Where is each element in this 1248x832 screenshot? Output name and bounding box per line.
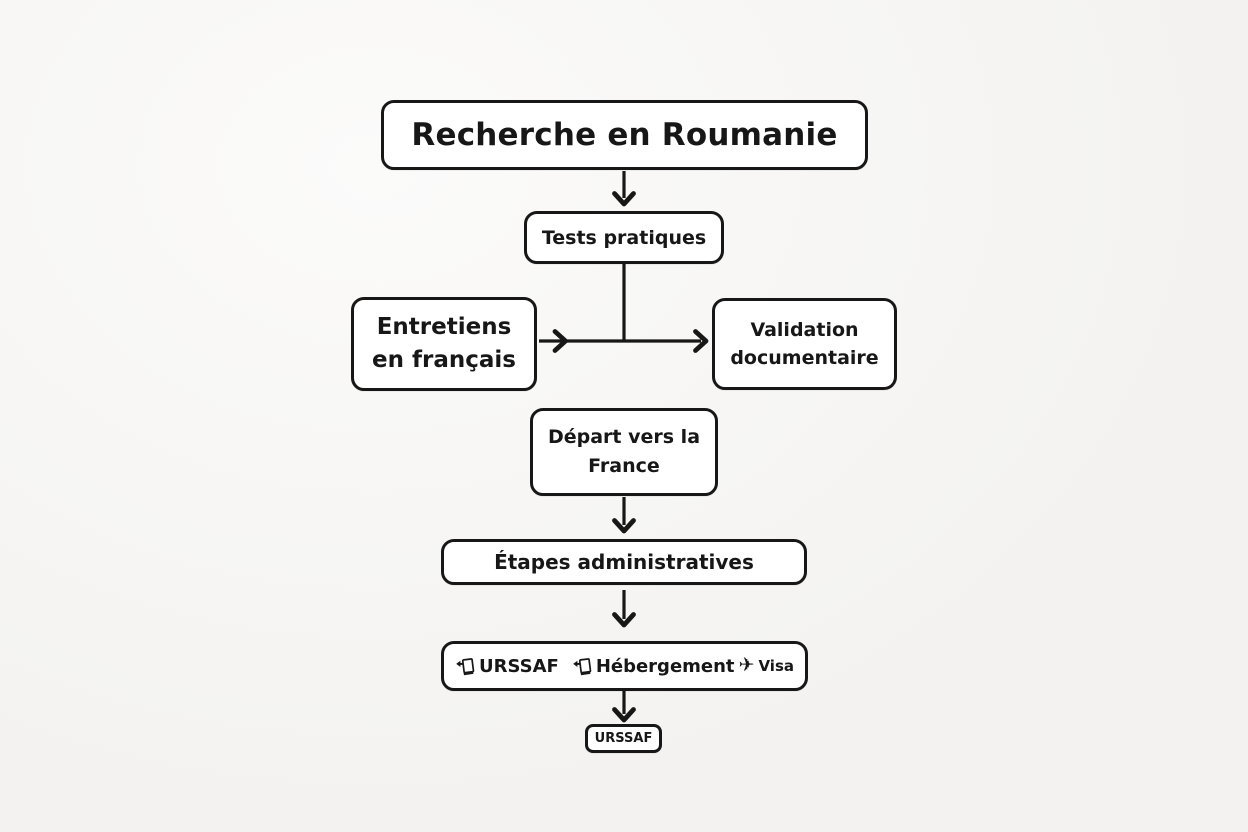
- node-depart-france: Départ vers la France: [530, 408, 718, 496]
- node-entretiens-francais: Entretiens en français: [351, 297, 537, 391]
- node-tests-label: Tests pratiques: [541, 226, 707, 249]
- node-title-label: Recherche en Roumanie: [411, 117, 838, 153]
- arrowhead-down-icon: [612, 518, 636, 534]
- admin-items-row: URSSAF Hébergement ✈ Visa: [455, 653, 794, 677]
- previous-page-document-icon: [572, 657, 592, 676]
- node-entretiens-line2: en français: [372, 347, 516, 373]
- node-urssaf-final: URSSAF: [585, 724, 662, 753]
- node-tests-pratiques: Tests pratiques: [524, 211, 724, 264]
- item-visa-label: Visa: [758, 657, 794, 675]
- airplane-icon: ✈: [738, 653, 755, 676]
- arrowhead-down-icon: [612, 707, 636, 723]
- node-depart-line2: France: [588, 455, 660, 477]
- node-validation-text: Validation documentaire: [730, 316, 878, 373]
- item-hebergement-label: Hébergement: [595, 655, 735, 677]
- node-entretiens-text: Entretiens en français: [372, 311, 516, 378]
- arrowhead-right-icon: [693, 329, 709, 353]
- node-validation-line1: Validation: [750, 318, 859, 341]
- node-validation-line2: documentaire: [730, 347, 879, 369]
- previous-page-document-icon: [455, 657, 475, 676]
- arrowhead-right-icon: [552, 329, 568, 353]
- node-entretiens-line1: Entretiens: [376, 313, 512, 340]
- arrowhead-down-icon: [612, 191, 636, 207]
- item-urssaf-label: URSSAF: [478, 655, 559, 677]
- node-admin-items: URSSAF Hébergement ✈ Visa: [441, 641, 808, 691]
- node-etapes-administratives: Étapes administratives: [441, 539, 807, 585]
- arrowhead-down-icon: [612, 612, 636, 628]
- node-depart-line1: Départ vers la: [547, 425, 701, 448]
- node-etapes-label: Étapes administratives: [494, 550, 754, 574]
- node-depart-text: Départ vers la France: [548, 423, 700, 482]
- node-title: Recherche en Roumanie: [381, 100, 868, 170]
- node-urssaf-final-label: URSSAF: [594, 731, 653, 746]
- node-validation-documentaire: Validation documentaire: [712, 298, 897, 390]
